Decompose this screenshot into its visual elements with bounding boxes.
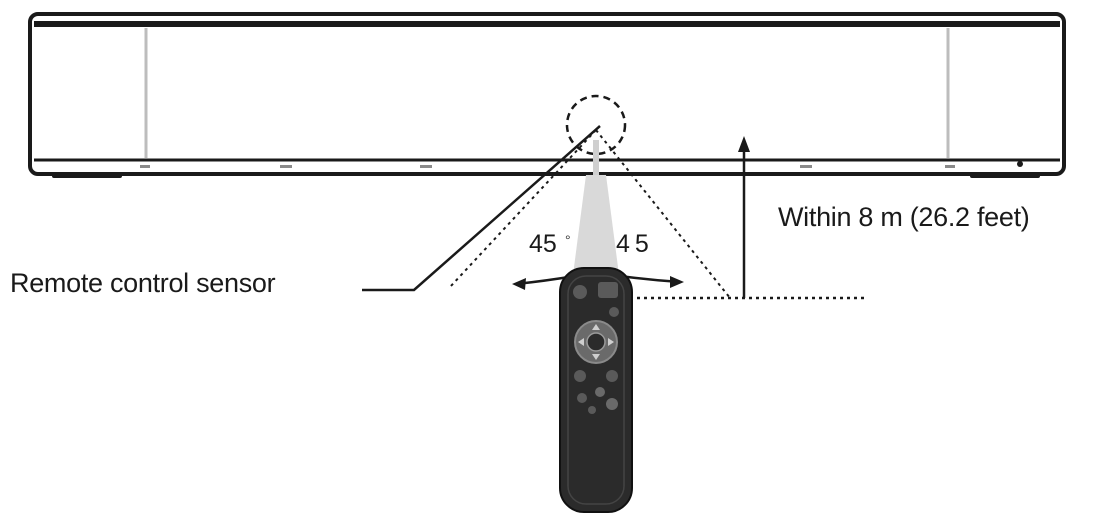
remote-inner-rim — [567, 275, 625, 505]
soundbar-led — [1017, 161, 1023, 167]
arrow-up-icon — [738, 136, 750, 152]
left-swing-arrowhead — [512, 278, 526, 290]
remote-power-button — [573, 285, 587, 299]
soundbar-outline — [28, 12, 1066, 176]
soundbar-bottom-marks — [140, 165, 955, 168]
remote-back-button — [574, 370, 586, 382]
remote-mute-button — [588, 406, 596, 414]
remote-left-arrow — [578, 338, 584, 346]
remote-up-arrow — [592, 324, 600, 330]
remote-small-button — [609, 307, 619, 317]
remote-menu-button — [606, 370, 618, 382]
remote-right-arrow — [608, 338, 614, 346]
distance-label: Within 8 m (26.2 feet) — [778, 202, 1030, 232]
remote-control-icon — [559, 267, 633, 513]
sensor-circle-icon — [565, 94, 627, 156]
left-angle-boundary — [449, 129, 597, 288]
sensor-label: Remote control sensor — [10, 268, 276, 298]
degree-mark: ° — [565, 232, 571, 248]
remote-top-button — [598, 282, 618, 298]
soundbar-left-foot — [52, 172, 122, 178]
remote-down-arrow — [592, 354, 600, 360]
left-angle-label: 45 — [529, 230, 557, 258]
right-angle-label: 45 — [616, 230, 654, 258]
remote-vol-button — [577, 393, 587, 403]
soundbar — [28, 12, 1066, 178]
sensor-leader-line — [362, 125, 601, 292]
remote-ok-button — [586, 332, 606, 352]
remote-mode-button — [595, 387, 605, 397]
right-swing-arrowhead — [670, 276, 684, 288]
remote-bass-button — [606, 398, 618, 410]
soundbar-right-foot — [970, 172, 1040, 178]
right-angle-boundary — [595, 129, 731, 299]
